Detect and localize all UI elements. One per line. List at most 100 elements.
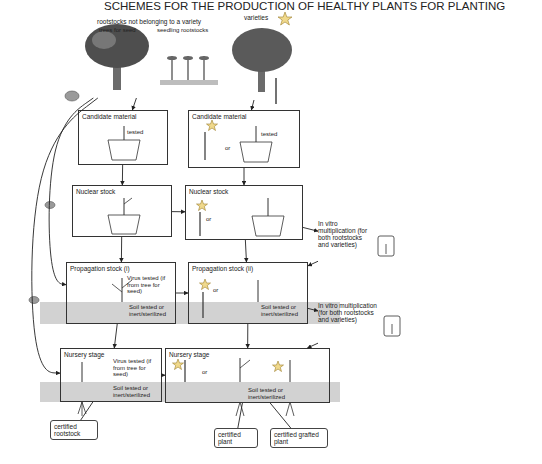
variety-star [273, 361, 284, 372]
source-group: In vitro multiplication (for both rootst… [318, 300, 408, 345]
plant-stem [258, 280, 259, 302]
flow-arrow [114, 324, 117, 348]
plant-stem [124, 126, 125, 140]
soil-band [160, 80, 218, 85]
box-text: Soil tested or inert/sterilized [261, 304, 307, 317]
root [78, 402, 82, 414]
flow-arrow [308, 261, 318, 266]
variety-star [207, 120, 218, 131]
diagram-title: SCHEMES FOR THE PRODUCTION OF HEALTHY PL… [104, 0, 505, 12]
box-heading: Nursery stage [64, 351, 124, 358]
box-text: Soil tested or inert/sterilized [113, 385, 161, 398]
tree-canopy [92, 31, 116, 49]
box-heading: In vitro multiplication (for both rootst… [318, 302, 378, 323]
tree-canopy [232, 28, 292, 72]
flow-arrow [32, 98, 98, 373]
box-heading: varieties [244, 14, 284, 21]
stage-box: Candidate materialtested [78, 110, 168, 165]
flow-arrow [247, 324, 248, 348]
box-text: Virus tested (if from tree for seed) [127, 275, 175, 295]
plant-stem [240, 358, 241, 382]
box-text: or [206, 216, 218, 223]
plant-pot [252, 216, 284, 236]
box-heading: In vitro multiplication (for both rootst… [318, 220, 372, 249]
box-text: tested [261, 131, 291, 138]
box-text: or [213, 287, 225, 294]
flow-arrow [121, 237, 122, 262]
box-text: seedling rootstocks [157, 27, 213, 34]
seedling-leaf [183, 56, 193, 60]
soil-band [40, 302, 340, 324]
flow-arrow [308, 308, 318, 311]
source-group: varieties [230, 14, 300, 100]
root [290, 402, 294, 416]
stage-box: Nuclear stock or [185, 185, 303, 240]
flow-arrow [176, 293, 188, 294]
scion-stick [275, 78, 277, 104]
source-group: rootstocks not belonging to a variety tre… [85, 18, 215, 98]
stage-box: Nursery stageVirus tested (if from tree … [60, 348, 162, 402]
plant-stem [124, 198, 125, 215]
root [82, 402, 83, 416]
box-heading: certified grafted plant [274, 431, 326, 445]
cutting [204, 132, 205, 160]
seed [45, 202, 55, 209]
flow-arrow [172, 211, 185, 212]
label-tag: certified grafted plant [270, 428, 328, 448]
box-heading: rootstocks not belonging to a variety [97, 18, 215, 25]
box-text: Virus tested (if from tree for seed) [113, 358, 161, 378]
variety-star [200, 279, 211, 290]
box-heading: Propagation stock (ii) [192, 265, 292, 272]
stage-box: Nuclear stock [72, 185, 172, 237]
box-heading: certified plant [218, 431, 256, 445]
tag-string [270, 403, 291, 428]
plant-pot [108, 140, 140, 160]
plantlet [392, 324, 393, 334]
plant-pot [240, 142, 272, 162]
cutting [199, 212, 200, 236]
plant-stem [122, 278, 123, 302]
tree-canopy [85, 24, 149, 68]
box-text: or [202, 369, 214, 376]
variety-star [173, 359, 184, 370]
tag-string [238, 403, 243, 428]
flow-arrow [245, 240, 246, 262]
box-heading: Nuclear stock [76, 188, 166, 195]
plant-branch [124, 198, 132, 204]
box-heading: Candidate material [192, 113, 292, 120]
cutting [202, 292, 203, 318]
box-heading: Propagation stock (i) [70, 265, 170, 272]
box-heading: Nuclear stock [189, 188, 289, 195]
seedling-leaf [199, 56, 209, 60]
cutting [184, 360, 185, 382]
flow-arrow [303, 227, 318, 231]
variety-star [278, 12, 292, 25]
root [82, 402, 86, 414]
box-heading: Nursery stage [169, 351, 269, 358]
plantlet [386, 244, 387, 254]
plant-stem [290, 360, 291, 382]
plant-branch [240, 360, 250, 368]
flow-arrow [122, 165, 123, 185]
label-tag: certified rootstock [50, 420, 98, 440]
plant-stem [256, 126, 257, 142]
in-vitro-jar [384, 316, 400, 336]
seed [29, 297, 39, 304]
box-heading: Candidate material [82, 113, 166, 120]
stage-box: Propagation stock (i) Virus tested (if fr… [66, 262, 176, 324]
stage-box: Candidate materialtestedor [188, 110, 300, 168]
plant-stem [268, 198, 269, 216]
in-vitro-jar [378, 236, 394, 256]
flow-arrow [244, 168, 245, 185]
seed [65, 91, 79, 101]
plant-pot [108, 215, 140, 234]
plant-stem [82, 362, 83, 382]
root [236, 402, 240, 416]
box-text: trees for seed [99, 27, 149, 34]
stage-box: Propagation stock (ii) orSoil tested or i… [188, 262, 308, 324]
soil-band [40, 382, 340, 402]
box-text: Soil tested or inert/sterilized [129, 304, 175, 317]
root [286, 402, 290, 416]
variety-star [197, 200, 208, 211]
